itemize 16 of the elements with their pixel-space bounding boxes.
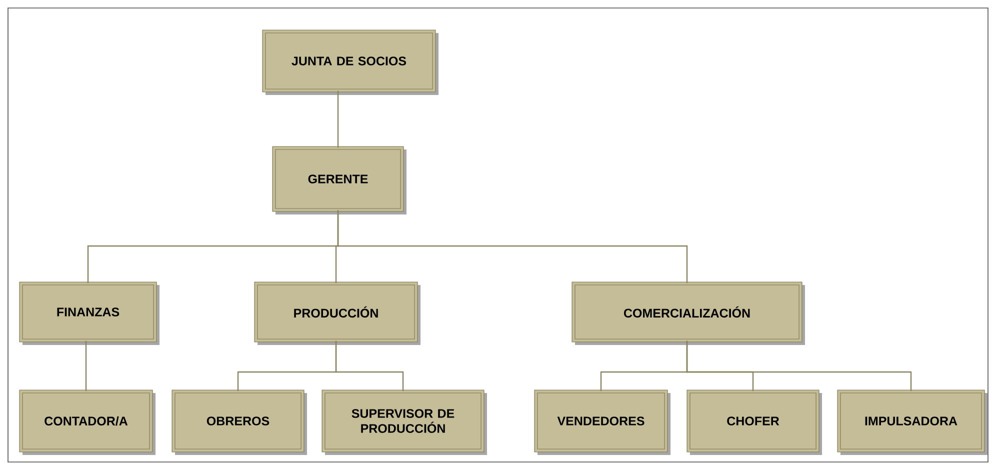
org-box: CHOFER [686,390,822,455]
org-box: IMPULSADORA [837,390,988,455]
org-box: VENDEDORES [534,390,670,455]
org-box: CONTADOR/A [19,390,156,455]
org-box: SUPERVISOR DE PRODUCCIÓN [322,390,487,455]
connector-line [337,210,688,284]
org-box: OBREROS [172,390,307,455]
org-box: JUNTA DE SOCIOS [262,30,438,95]
org-box: PRODUCCIÓN [254,282,420,345]
org-box: GERENTE [272,146,406,214]
connector-line [85,340,87,392]
org-box: COMERCIALIZACIÓN [572,282,805,345]
connector-line [335,340,404,392]
org-box: FINANZAS [19,282,160,345]
connector-line [337,90,339,148]
connector-line [686,340,912,392]
